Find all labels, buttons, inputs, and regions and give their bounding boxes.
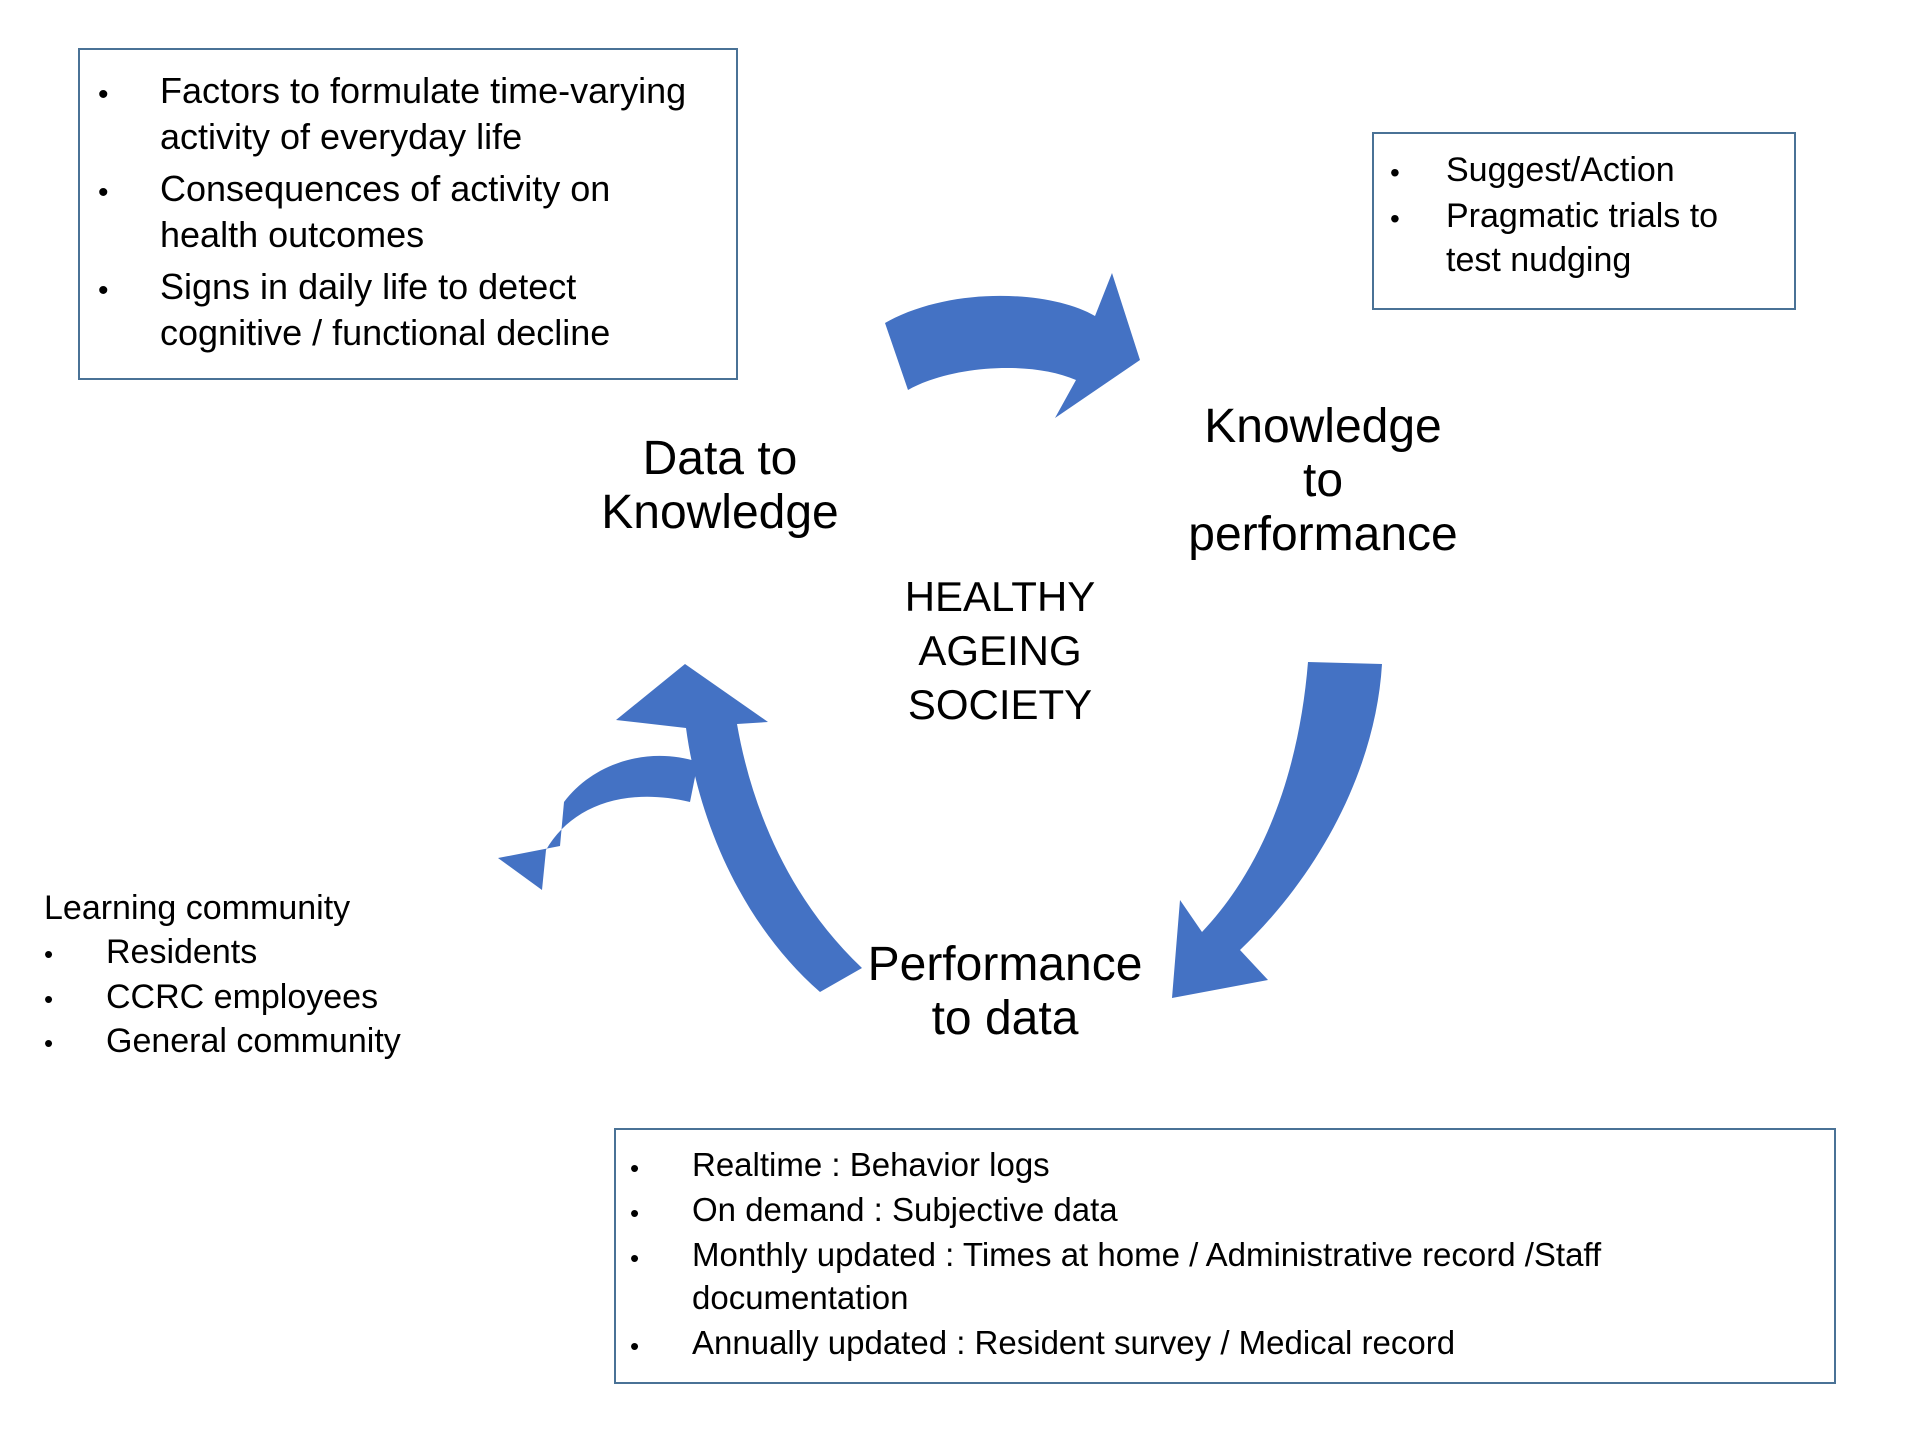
data-sources-callout-box: • Realtime : Behavior logs • On demand :… <box>614 1128 1836 1384</box>
bullet-dot-icon: • <box>98 274 109 308</box>
cycle-label-data-to-knowledge: Data to Knowledge <box>601 432 839 539</box>
bullet-dot-icon: • <box>44 939 54 970</box>
suggest-bullet-list: • Suggest/Action • Pragmatic trials to t… <box>1390 148 1778 283</box>
data-sources-item-2: Monthly updated : Times at home / Admini… <box>692 1235 1602 1316</box>
data-sources-item-3: Annually updated : Resident survey / Med… <box>692 1323 1456 1361</box>
bullet-dot-icon: • <box>1390 203 1400 235</box>
learning-community-title: Learning community <box>44 889 351 927</box>
bullet-dot-icon: • <box>1390 157 1400 188</box>
factors-item-1: Consequences of activity on health outco… <box>160 168 611 256</box>
list-item: • Monthly updated : Times at home / Admi… <box>630 1234 1818 1320</box>
learning-community-item-1: CCRC employees <box>106 977 379 1016</box>
list-item: • Pragmatic trials to test nudging <box>1390 194 1778 282</box>
list-item: • General community <box>44 1020 504 1063</box>
bullet-dot-icon: • <box>630 1242 640 1273</box>
list-item: • Consequences of activity on health out… <box>98 166 716 258</box>
bullet-dot-icon: • <box>98 176 109 210</box>
knowledge-to-performance-arrow-icon <box>885 273 1140 418</box>
cycle-label-performance-to-data: Performance to data <box>867 938 1143 1045</box>
cycle-label-knowledge-to-performance: Knowledge to performance <box>1188 400 1458 561</box>
bullet-dot-icon: • <box>630 1153 640 1183</box>
bullet-dot-icon: • <box>630 1330 640 1361</box>
factors-bullet-list: • Factors to formulate time-varying acti… <box>98 68 716 356</box>
learning-community-block: Learning community • Residents • CCRC em… <box>44 888 504 1065</box>
bullet-dot-icon: • <box>44 1028 54 1059</box>
list-item: • Residents <box>44 931 504 974</box>
center-label-healthy-ageing-society: HEALTHY AGEING SOCIETY <box>904 573 1096 728</box>
data-sources-item-0: Realtime : Behavior logs <box>692 1146 1050 1183</box>
data-to-knowledge-arrow-icon <box>498 664 862 992</box>
factors-item-0: Factors to formulate time-varying activi… <box>160 70 687 158</box>
list-item: • Suggest/Action <box>1390 148 1778 192</box>
list-item: • Factors to formulate time-varying acti… <box>98 68 716 160</box>
list-item: • Annually updated : Resident survey / M… <box>630 1322 1818 1365</box>
data-sources-item-1: On demand : Subjective data <box>692 1190 1118 1228</box>
bullet-dot-icon: • <box>98 78 109 111</box>
suggest-item-1: Pragmatic trials to test nudging <box>1446 197 1719 280</box>
suggest-action-callout-box: • Suggest/Action • Pragmatic trials to t… <box>1372 132 1796 310</box>
list-item: • Realtime : Behavior logs <box>630 1144 1818 1187</box>
list-item: • CCRC employees <box>44 976 504 1019</box>
learning-community-item-2: General community <box>106 1022 401 1061</box>
factors-item-2: Signs in daily life to detect cognitive … <box>160 266 611 354</box>
learning-community-bullet-list: • Residents • CCRC employees • General c… <box>44 931 504 1063</box>
performance-to-data-arrow-icon <box>1172 662 1382 998</box>
list-item: • On demand : Subjective data <box>630 1189 1818 1232</box>
data-sources-bullet-list: • Realtime : Behavior logs • On demand :… <box>630 1144 1818 1364</box>
list-item: • Signs in daily life to detect cognitiv… <box>98 264 716 356</box>
factors-callout-box: • Factors to formulate time-varying acti… <box>78 48 738 380</box>
bullet-dot-icon: • <box>630 1197 640 1228</box>
bullet-dot-icon: • <box>44 983 54 1014</box>
learning-community-item-0: Residents <box>106 933 258 972</box>
suggest-item-0: Suggest/Action <box>1446 151 1675 189</box>
